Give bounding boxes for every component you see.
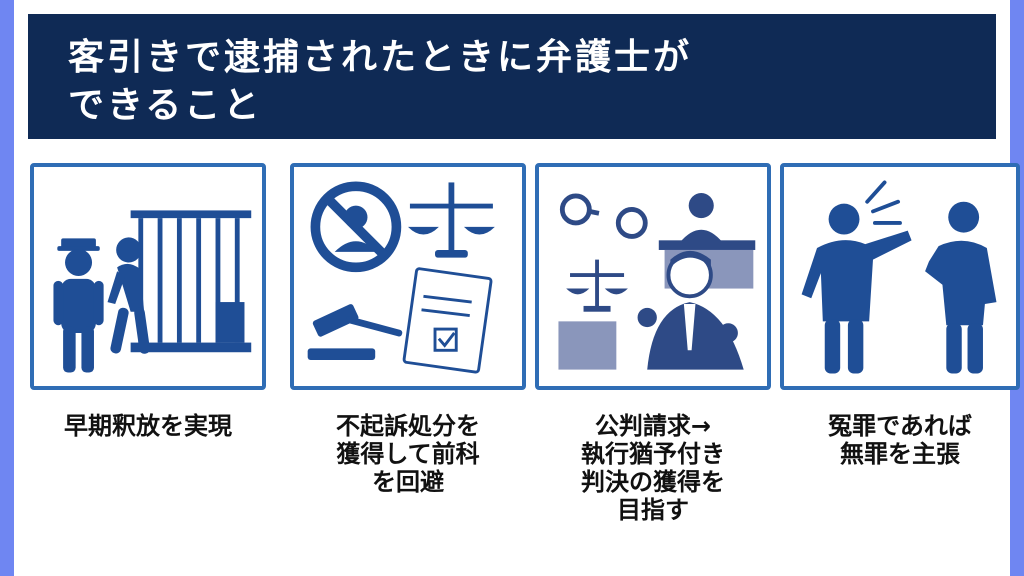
caption-non-prosecution: 不起訴処分を 獲得して前科 を回避 xyxy=(284,412,532,496)
title-line-1: 客引きで逮捕されたときに弁護士が xyxy=(68,37,693,78)
infographic-canvas: 客引きで逮捕されたときに弁護士が できること xyxy=(14,0,1020,576)
caption-line: を回避 xyxy=(372,468,444,496)
caption-line: 不起訴処分を xyxy=(336,412,480,440)
panel-trial xyxy=(535,163,771,390)
caption-early-release: 早期釈放を実現 xyxy=(14,412,282,440)
caption-line: 早期釈放を実現 xyxy=(64,412,232,440)
no-prosecution-icon xyxy=(307,181,495,374)
caption-line: 判決の獲得を xyxy=(581,468,725,496)
caption-line: 執行猶予付き xyxy=(581,440,725,468)
courtroom-icon xyxy=(558,193,756,370)
caption-line: 公判請求→ xyxy=(594,412,712,440)
panel-non-prosecution xyxy=(290,163,526,390)
caption-line: 目指す xyxy=(617,496,689,524)
caption-trial: 公判請求→ 執行猶予付き 判決の獲得を 目指す xyxy=(532,412,774,524)
title-line-2: できること xyxy=(68,85,263,126)
caption-line: 無罪を主張 xyxy=(840,440,960,468)
caption-line: 冤罪であれば xyxy=(828,412,972,440)
caption-line: 獲得して前科 xyxy=(336,440,480,468)
panel-early-release xyxy=(30,163,266,390)
title-banner: 客引きで逮捕されたときに弁護士が できること xyxy=(28,14,996,139)
caption-innocence: 冤罪であれば 無罪を主張 xyxy=(778,412,1022,468)
page-title: 客引きで逮捕されたときに弁護士が できること xyxy=(68,34,948,130)
panel-innocence xyxy=(780,163,1020,390)
false-accusation-icon xyxy=(801,180,997,374)
police-and-jail-icon xyxy=(53,210,252,373)
